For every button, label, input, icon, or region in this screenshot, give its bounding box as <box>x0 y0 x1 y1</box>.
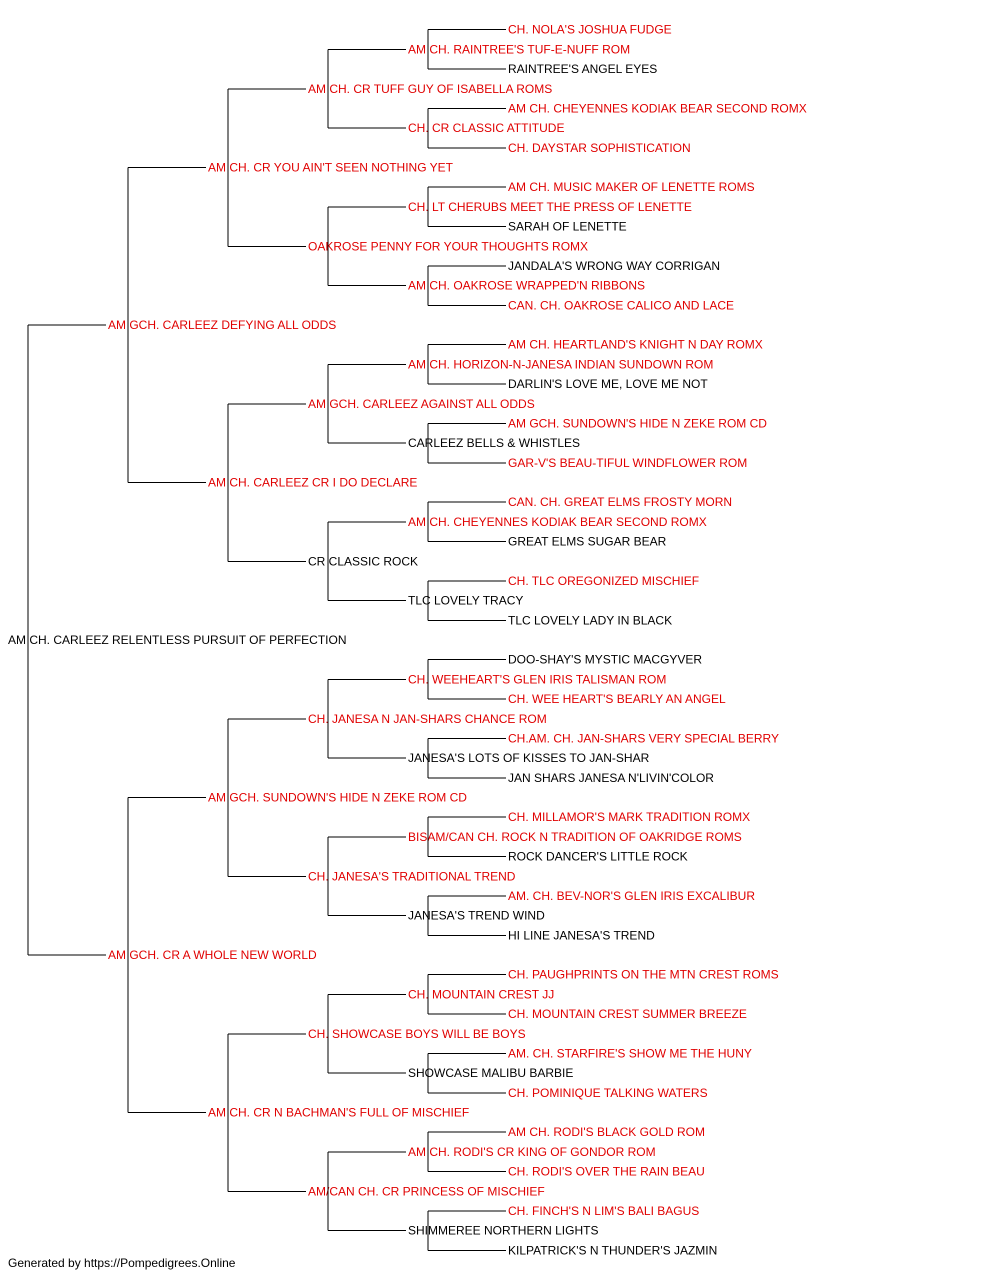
ancestor-name: GAR-V'S BEAU-TIFUL WINDFLOWER ROM <box>508 456 747 470</box>
ancestor-name: AM CH. CR TUFF GUY OF ISABELLA ROMS <box>308 82 552 96</box>
ancestor-name: DOO-SHAY'S MYSTIC MACGYVER <box>508 653 702 667</box>
ancestor-name: CH. WEE HEART'S BEARLY AN ANGEL <box>508 692 726 706</box>
ancestor-name: AM GCH. CARLEEZ DEFYING ALL ODDS <box>108 318 336 332</box>
ancestor-name: AM. CH. BEV-NOR'S GLEN IRIS EXCALIBUR <box>508 889 755 903</box>
ancestor-name: RAINTREE'S ANGEL EYES <box>508 62 657 76</box>
ancestor-name: DARLIN'S LOVE ME, LOVE ME NOT <box>508 377 708 391</box>
ancestor-name: AM GCH. CR A WHOLE NEW WORLD <box>108 948 317 962</box>
ancestor-name: AM CH. MUSIC MAKER OF LENETTE ROMS <box>508 180 755 194</box>
ancestor-name: ROCK DANCER'S LITTLE ROCK <box>508 850 688 864</box>
ancestor-name: CAN. CH. OAKROSE CALICO AND LACE <box>508 298 734 312</box>
ancestor-name: AM GCH. SUNDOWN'S HIDE N ZEKE ROM CD <box>508 416 767 430</box>
ancestor-name: CH. MOUNTAIN CREST SUMMER BREEZE <box>508 1007 747 1021</box>
ancestor-name: CAN. CH. GREAT ELMS FROSTY MORN <box>508 495 732 509</box>
ancestor-name: JANDALA'S WRONG WAY CORRIGAN <box>508 259 720 273</box>
ancestor-name: HI LINE JANESA'S TREND <box>508 928 655 942</box>
ancestor-name: KILPATRICK'S N THUNDER'S JAZMIN <box>508 1243 717 1257</box>
ancestor-name: CH. FINCH'S N LIM'S BALI BAGUS <box>508 1204 699 1218</box>
ancestor-name: CH. DAYSTAR SOPHISTICATION <box>508 141 691 155</box>
ancestor-name: AM CH. CHEYENNES KODIAK BEAR SECOND ROMX <box>408 515 707 529</box>
ancestor-name: CH. LT CHERUBS MEET THE PRESS OF LENETTE <box>408 200 692 214</box>
ancestor-name: TLC LOVELY TRACY <box>408 594 523 608</box>
ancestor-name: AM CH. HORIZON-N-JANESA INDIAN SUNDOWN R… <box>408 357 713 371</box>
ancestor-name: CARLEEZ BELLS & WHISTLES <box>408 436 580 450</box>
ancestor-name: CH. RODI'S OVER THE RAIN BEAU <box>508 1165 705 1179</box>
ancestor-name: OAKROSE PENNY FOR YOUR THOUGHTS ROMX <box>308 239 588 253</box>
subject-dog-name: AM CH. CARLEEZ RELENTLESS PURSUIT OF PER… <box>8 633 347 647</box>
ancestor-name: GREAT ELMS SUGAR BEAR <box>508 535 667 549</box>
ancestor-name: CH. SHOWCASE BOYS WILL BE BOYS <box>308 1027 526 1041</box>
ancestor-name: AM CH. OAKROSE WRAPPED'N RIBBONS <box>408 279 645 293</box>
ancestor-name: SARAH OF LENETTE <box>508 220 627 234</box>
ancestor-name: TLC LOVELY LADY IN BLACK <box>508 613 672 627</box>
ancestor-name: AM CH. RAINTREE'S TUF-E-NUFF ROM <box>408 42 630 56</box>
ancestor-name: SHOWCASE MALIBU BARBIE <box>408 1066 573 1080</box>
ancestor-name: CH.AM. CH. JAN-SHARS VERY SPECIAL BERRY <box>508 731 779 745</box>
ancestor-name: CH. CR CLASSIC ATTITUDE <box>408 121 564 135</box>
ancestor-name: CH. PAUGHPRINTS ON THE MTN CREST ROMS <box>508 968 779 982</box>
ancestor-name: CH. MILLAMOR'S MARK TRADITION ROMX <box>508 810 750 824</box>
ancestor-name: JANESA'S TREND WIND <box>408 909 545 923</box>
ancestor-name: CR CLASSIC ROCK <box>308 554 418 568</box>
ancestor-name: AM GCH. SUNDOWN'S HIDE N ZEKE ROM CD <box>208 791 467 805</box>
ancestor-name: AM CH. CARLEEZ CR I DO DECLARE <box>208 476 417 490</box>
ancestor-name: AM CH. CR YOU AIN'T SEEN NOTHING YET <box>208 161 454 175</box>
ancestor-name: JAN SHARS JANESA N'LIVIN'COLOR <box>508 771 714 785</box>
ancestor-name: CH. JANESA'S TRADITIONAL TREND <box>308 869 516 883</box>
ancestor-name: CH. MOUNTAIN CREST JJ <box>408 987 554 1001</box>
ancestor-name: AM CH. HEARTLAND'S KNIGHT N DAY ROMX <box>508 338 763 352</box>
ancestor-name: CH. POMINIQUE TALKING WATERS <box>508 1086 708 1100</box>
ancestor-name: AM GCH. CARLEEZ AGAINST ALL ODDS <box>308 397 535 411</box>
ancestor-name: AM/CAN CH. CR PRINCESS OF MISCHIEF <box>308 1184 545 1198</box>
ancestor-name: AM CH. CHEYENNES KODIAK BEAR SECOND ROMX <box>508 101 807 115</box>
ancestor-name: SHIMMEREE NORTHERN LIGHTS <box>408 1224 598 1238</box>
footer-credit: Generated by https://Pompedigrees.Online <box>8 1256 236 1270</box>
ancestor-name: AM. CH. STARFIRE'S SHOW ME THE HUNY <box>508 1046 752 1060</box>
ancestor-name: AM CH. CR N BACHMAN'S FULL OF MISCHIEF <box>208 1106 469 1120</box>
ancestor-name: CH. TLC OREGONIZED MISCHIEF <box>508 574 699 588</box>
ancestor-name: AM CH. RODI'S BLACK GOLD ROM <box>508 1125 705 1139</box>
ancestor-name: JANESA'S LOTS OF KISSES TO JAN-SHAR <box>408 751 650 765</box>
ancestor-name: CH. WEEHEART'S GLEN IRIS TALISMAN ROM <box>408 672 666 686</box>
ancestor-name: CH. JANESA N JAN-SHARS CHANCE ROM <box>308 712 547 726</box>
ancestor-name: BISAM/CAN CH. ROCK N TRADITION OF OAKRID… <box>408 830 742 844</box>
ancestor-name: CH. NOLA'S JOSHUA FUDGE <box>508 23 672 37</box>
ancestor-name: AM CH. RODI'S CR KING OF GONDOR ROM <box>408 1145 656 1159</box>
